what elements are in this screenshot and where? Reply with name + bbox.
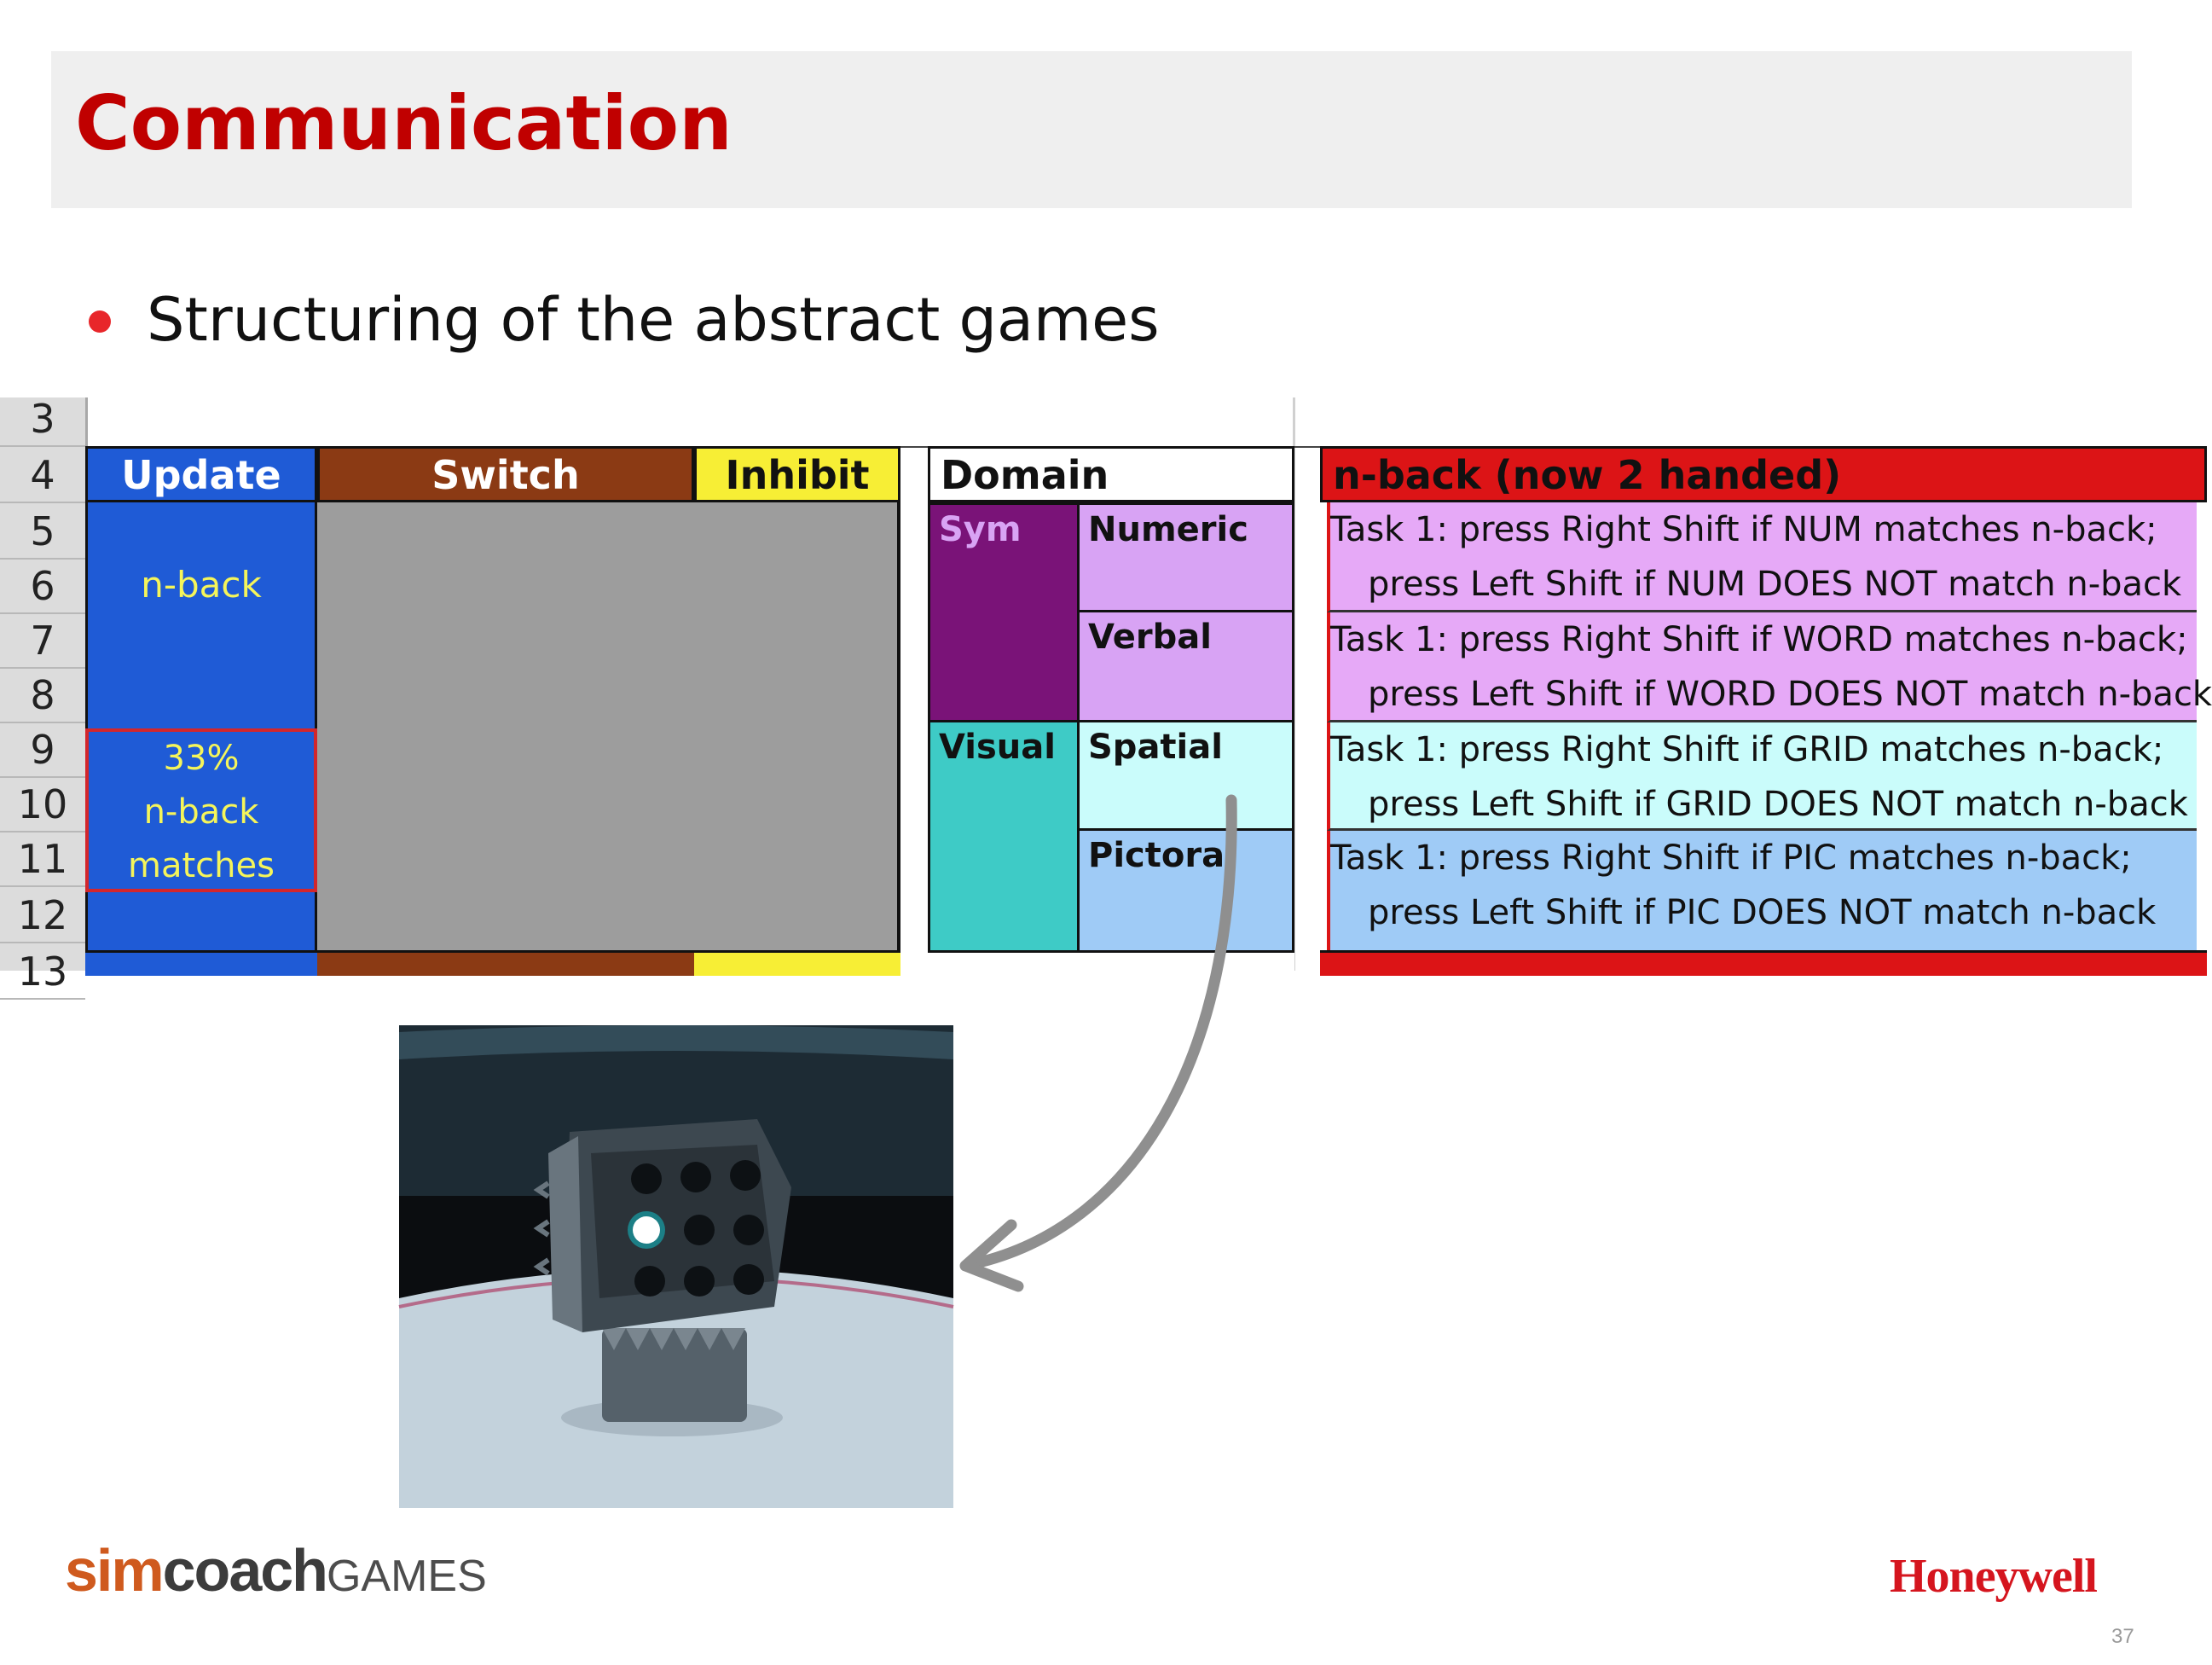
row13-domain-cropped [928,950,1294,976]
row-header-column: 3 4 5 6 7 8 9 10 11 12 13 [0,396,88,1000]
logo-part: coach [162,1537,328,1604]
row-number: 5 [0,503,85,560]
row-number: 4 [0,447,85,503]
task-line: press Left Shift if NUM DOES NOT match n… [1368,565,2182,604]
task-line: press Left Shift if PIC DOES NOT match n… [1368,893,2157,932]
task-line: press Left Shift if WORD DOES NOT match … [1368,675,2212,714]
matches-line: 33% [163,739,240,778]
task-line: Task 1: press Right Shift if GRID matche… [1330,730,2164,769]
row-number: 7 [0,612,85,669]
update-nback-label: n-back [141,564,262,606]
logo-part: sim [65,1537,165,1604]
update-column [85,502,317,953]
task-line: press Left Shift if GRID DOES NOT match … [1368,785,2188,824]
row-number: 12 [0,887,85,943]
task-verbal: Task 1: press Right Shift if WORD matche… [1327,612,2212,722]
task-line: Task 1: press Right Shift if NUM matches… [1330,510,2157,549]
logo-part: GAMES [326,1552,487,1601]
slide-title: Communication [75,79,733,167]
page-number: 37 [2111,1625,2134,1648]
update-matches-cell: 33% n-back matches [85,728,317,892]
task-pictoral: Task 1: press Right Shift if PIC matches… [1327,831,2197,953]
row-number: 13 [0,943,85,1000]
row13-update-cropped [85,950,317,976]
task-line: Task 1: press Right Shift if WORD matche… [1330,620,2188,659]
task-spatial: Task 1: press Right Shift if GRID matche… [1327,722,2197,831]
row13-inhibit-cropped [694,950,900,976]
simcoach-games-logo: simcoachGAMES [65,1540,487,1600]
header-update: Update [85,446,317,502]
matches-line: matches [128,846,275,885]
domain-numeric: Numeric [1080,502,1294,612]
domain-group-visual: Visual [928,722,1080,953]
domain-verbal: Verbal [1080,612,1294,722]
row-number: 8 [0,667,85,723]
header-inhibit: Inhibit [694,446,900,502]
domain-pictoral: Pictoral [1080,831,1294,953]
title-bar: Communication [51,51,2132,208]
row13-switch-cropped [317,950,694,976]
row-number: 10 [0,776,85,832]
header-nback: n-back (now 2 handed) [1320,446,2207,502]
task-numeric: Task 1: press Right Shift if NUM matches… [1327,502,2197,612]
spreadsheet-excerpt: 3 4 5 6 7 8 9 10 11 12 13 Update Switch … [0,396,2212,1000]
bullet-dot-icon [89,310,111,333]
honeywell-logo: Honeywell [1890,1550,2098,1603]
row-number: 9 [0,722,85,778]
header-switch: Switch [317,446,694,502]
row13-nback-cropped [1320,950,2207,976]
domain-group-sym: Sym [928,502,1080,722]
domain-spatial: Spatial [1080,722,1294,831]
matches-line: n-back [143,792,259,832]
task-line: Task 1: press Right Shift if PIC matches… [1330,838,2132,878]
bullet-text: Structuring of the abstract games [147,285,1160,355]
header-domain: Domain [928,446,1294,502]
row-number: 11 [0,831,85,887]
switch-inhibit-area [317,502,900,953]
row-number: 6 [0,558,85,614]
spatial-game-image [398,1025,954,1508]
row-number: 3 [0,391,85,447]
